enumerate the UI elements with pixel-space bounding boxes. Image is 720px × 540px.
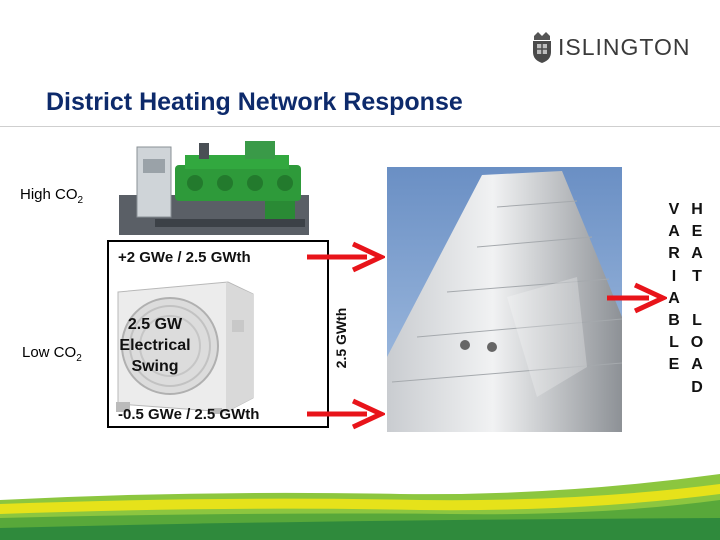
low-co2-prefix: Low CO (22, 344, 77, 361)
title-divider (0, 126, 720, 127)
heat-letter: D (691, 378, 703, 396)
chp-output-label: +2 GWe / 2.5 GWth (118, 249, 251, 266)
thermal-store-tank-image (387, 167, 622, 432)
logo-text: ISLINGTON (558, 34, 691, 60)
arrow-right-icon (607, 282, 667, 314)
variable-letter: R (668, 245, 680, 263)
swing-line-1: 2.5 GW (127, 316, 183, 333)
heat-letter: L (692, 312, 702, 330)
heat-letter: E (691, 223, 703, 241)
page-title: District Heating Network Response (46, 88, 463, 116)
heatpump-output-label: -0.5 GWe / 2.5 GWth (118, 406, 260, 423)
heat-letter: A (691, 245, 703, 263)
high-co2-label: High CO2 (20, 186, 83, 206)
high-co2-subscript: 2 (77, 195, 84, 206)
low-co2-label: Low CO2 (22, 344, 82, 364)
variable-letter: L (669, 334, 679, 352)
swing-line-2: Electrical (119, 337, 191, 354)
variable-letter: E (668, 356, 680, 374)
electrical-swing-box (107, 240, 329, 428)
islington-logo: ISLINGTON (528, 28, 700, 66)
footer-swoosh (0, 474, 720, 540)
heat-letter: H (691, 201, 703, 218)
variable-letter: B (668, 312, 680, 330)
high-co2-prefix: High CO (20, 186, 78, 203)
gas-engine-chp-image (115, 135, 315, 240)
store-capacity-text: 2.5 GWth (333, 307, 349, 369)
electrical-swing-label: 2.5 GW Electrical Swing (111, 314, 199, 377)
heat-load-vertical-text: H E A T L O A D (687, 199, 707, 399)
variable-letter: V (668, 201, 680, 218)
swing-line-3: Swing (131, 358, 179, 375)
heat-letter: O (690, 334, 704, 352)
variable-letter: A (668, 289, 680, 307)
low-co2-subscript: 2 (76, 353, 82, 364)
variable-letter: I (671, 267, 677, 285)
arrow-right-icon (307, 241, 385, 273)
variable-vertical-text: V A R I A B L E (664, 199, 684, 377)
heat-letter: T (692, 267, 702, 285)
heat-letter (687, 288, 707, 310)
variable-letter: A (668, 223, 680, 241)
heat-letter: A (691, 356, 703, 374)
arrow-right-icon (307, 398, 385, 430)
coat-of-arms-icon (533, 32, 551, 63)
store-capacity-label: 2.5 GWth (330, 283, 352, 393)
heat-pump-unit-image (116, 281, 254, 414)
